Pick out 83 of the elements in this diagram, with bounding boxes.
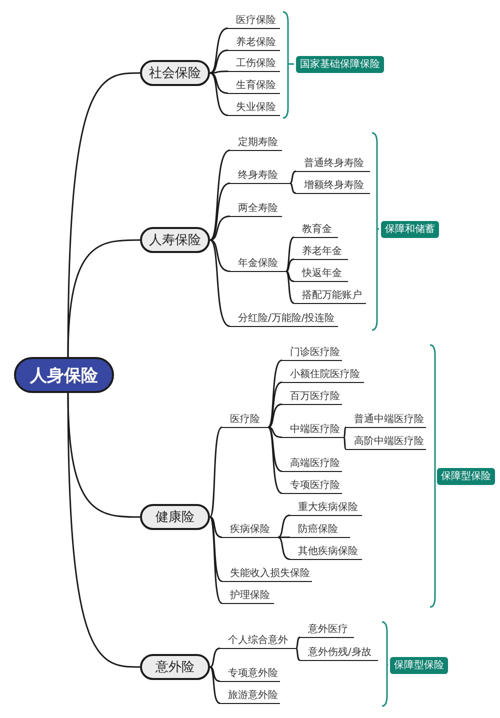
branch-line — [295, 636, 300, 649]
branch-line — [290, 170, 296, 184]
subtopic: 年金保险 — [230, 257, 286, 272]
summary-label: 国家基础保障保险 — [296, 56, 384, 72]
branch-line — [210, 666, 220, 704]
subtopic: 增额终身寿险 — [296, 179, 370, 194]
subtopic: 重大疾病保险 — [290, 501, 362, 516]
branch-line — [210, 666, 220, 682]
subtopic: 百万医疗险 — [282, 390, 342, 405]
summary-label: 保障型保险 — [390, 656, 448, 674]
branch-line — [210, 239, 230, 327]
main-topic: 社会保险 — [140, 60, 210, 86]
summary-label: 保障和储蓄 — [381, 220, 439, 238]
subtopic: 养老保险 — [228, 36, 280, 51]
summary-label: 保障型保险 — [437, 468, 495, 484]
branch-line — [268, 426, 282, 472]
subtopic: 生育保险 — [228, 79, 280, 94]
subtopic: 养老年金 — [294, 245, 348, 260]
subtopic: 两全寿险 — [230, 202, 282, 217]
branch-line — [210, 516, 222, 582]
branch-line — [210, 239, 230, 272]
subtopic: 教育金 — [294, 223, 338, 238]
branch-line — [268, 360, 282, 428]
subtopic: 防癌保险 — [290, 523, 350, 538]
subtopic: 意外伤残/身故 — [300, 646, 378, 661]
subtopic: 失业保险 — [228, 101, 280, 116]
branch-line — [268, 404, 282, 428]
main-topic: 人寿保险 — [140, 227, 210, 253]
branch-line — [278, 536, 290, 560]
subtopic: 意外医疗 — [300, 623, 354, 638]
branch-line — [343, 437, 347, 450]
subtopic: 专项意外险 — [220, 667, 280, 682]
subtopic: 小额住院医疗险 — [282, 368, 364, 383]
branch-line — [210, 28, 228, 74]
subtopic: 中端医疗险 — [282, 423, 344, 438]
subtopic: 医疗险 — [222, 413, 268, 428]
branch-line — [278, 536, 290, 538]
main-topic: 健康险 — [140, 504, 210, 530]
subtopic: 失能收入损失保险 — [222, 567, 312, 582]
branch-line — [209, 516, 222, 604]
subtopic: 医疗保险 — [228, 14, 280, 29]
subtopic: 终身寿险 — [230, 169, 290, 184]
branch-line — [210, 182, 230, 241]
branch-line — [343, 426, 347, 438]
branch-line — [210, 150, 230, 241]
branch-line — [67, 239, 140, 358]
branch-line — [67, 72, 140, 357]
subtopic: 搭配万能账户 — [294, 289, 366, 304]
branch-line — [268, 382, 282, 428]
branch-line — [268, 426, 282, 438]
subtopic: 个人综合意外 — [220, 634, 296, 649]
subtopic: 其他疾病保险 — [290, 545, 362, 560]
branch-line — [286, 270, 294, 282]
branch-line — [286, 270, 294, 304]
subtopic: 疾病保险 — [222, 523, 278, 538]
subtopic: 普通中端医疗险 — [346, 413, 426, 428]
branch-line — [210, 72, 228, 94]
branch-line — [67, 393, 140, 668]
subtopic: 护理保险 — [222, 589, 274, 604]
subtopic: 旅游意外险 — [220, 689, 280, 704]
branch-line — [268, 426, 282, 494]
subtopic: 高端医疗险 — [282, 457, 342, 472]
subtopic: 定期寿险 — [230, 136, 282, 151]
branch-line — [210, 648, 220, 668]
subtopic: 快返年金 — [294, 267, 348, 282]
root-topic: 人身保险 — [14, 357, 114, 393]
subtopic: 工伤保险 — [228, 57, 280, 72]
branch-line — [278, 514, 290, 538]
branch-line — [210, 72, 228, 116]
branch-line — [286, 258, 294, 272]
branch-line — [210, 216, 230, 241]
subtopic: 专项医疗险 — [282, 479, 342, 494]
subtopic: 普通终身寿险 — [296, 157, 370, 172]
subtopic: 高阶中端医疗险 — [346, 435, 426, 450]
subtopic: 门诊医疗险 — [282, 346, 342, 361]
branch-line — [295, 648, 300, 661]
branch-line — [210, 50, 228, 74]
branch-line — [290, 182, 296, 194]
branch-line — [286, 236, 294, 272]
branch-line — [210, 516, 222, 538]
subtopic: 分红险/万能险/投连险 — [230, 312, 338, 327]
main-topic: 意外险 — [140, 654, 210, 680]
branch-line — [209, 426, 222, 518]
